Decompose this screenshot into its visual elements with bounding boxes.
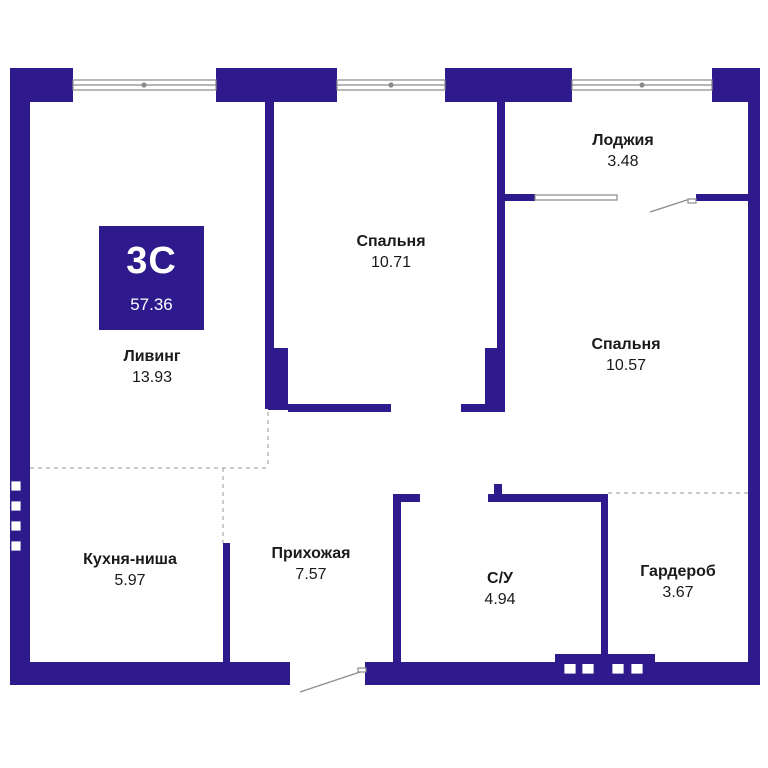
room-name: Прихожая (271, 545, 351, 562)
room-label-loggia: Лоджия 3.48 (543, 132, 703, 172)
interior-walls (223, 102, 748, 673)
doors (299, 194, 697, 693)
room-name: Спальня (591, 336, 661, 353)
zone-dividers (30, 412, 748, 543)
room-name: С/У (487, 570, 513, 587)
room-area: 5.97 (114, 572, 146, 590)
room-label-wardrobe: Гардероб 3.67 (598, 563, 758, 603)
room-label-living: Ливинг 13.93 (72, 348, 232, 388)
room-name: Кухня-ниша (83, 551, 177, 568)
room-label-hallway: Прихожая 7.57 (231, 545, 391, 585)
room-label-bedroom-1: Спальня 10.71 (311, 233, 471, 273)
room-name: Ливинг (123, 348, 181, 365)
room-area: 13.93 (131, 369, 173, 387)
room-name: Спальня (356, 233, 426, 250)
apartment-total-area: 57.36 (130, 295, 173, 314)
door-loggia (649, 198, 697, 213)
room-area: 7.57 (295, 566, 327, 584)
room-area: 3.48 (607, 153, 639, 171)
door-entrance (299, 667, 367, 693)
room-area: 10.57 (605, 357, 647, 375)
apartment-type-code: 3С (126, 240, 177, 282)
room-area: 4.94 (484, 591, 516, 609)
room-name: Лоджия (592, 132, 654, 149)
apartment-badge: 3С 57.36 (99, 226, 204, 330)
room-area: 3.67 (662, 584, 694, 602)
room-name: Гардероб (640, 563, 716, 580)
window-left-side (11, 481, 21, 551)
room-label-bathroom: С/У 4.94 (420, 570, 580, 610)
room-label-kitchen: Кухня-ниша 5.97 (50, 551, 210, 591)
window-bedroom (336, 79, 446, 91)
room-label-bedroom-2: Спальня 10.57 (546, 336, 706, 376)
door-loggia-sliding (534, 194, 618, 201)
room-area: 10.71 (370, 254, 412, 272)
window-living (72, 79, 217, 91)
outer-walls (10, 68, 760, 685)
window-loggia (571, 79, 713, 91)
